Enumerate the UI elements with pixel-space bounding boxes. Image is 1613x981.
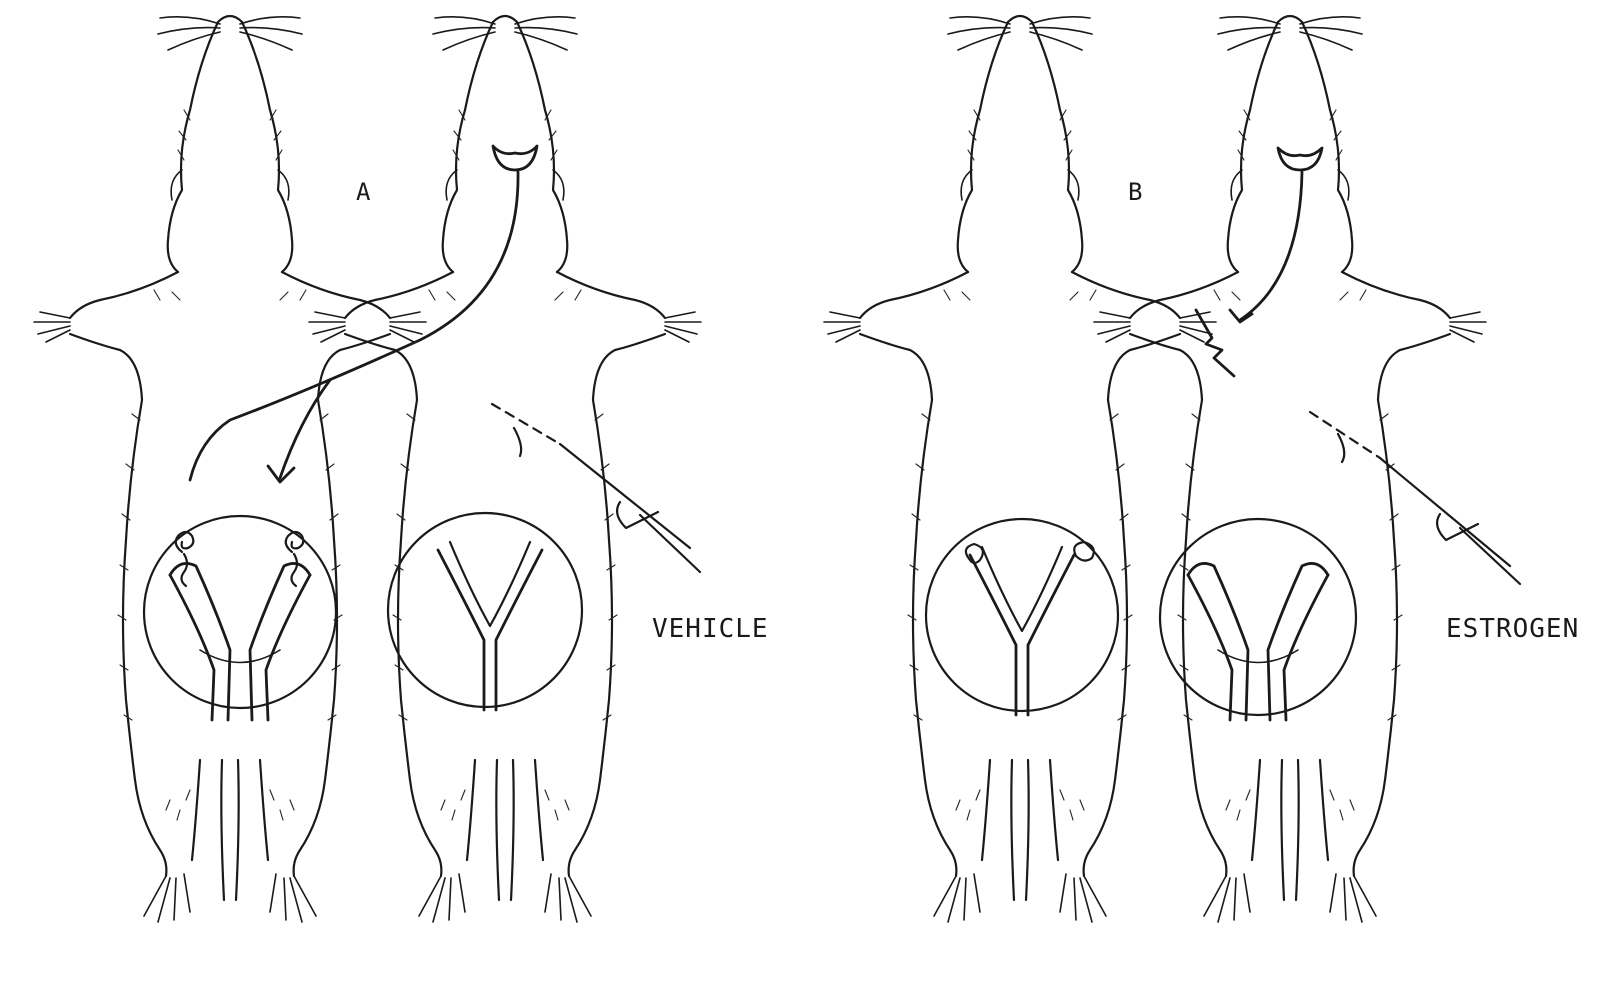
rat-b-right [1094,16,1486,922]
arrow-a-line [190,172,518,480]
pituitary-a-icon [493,146,537,170]
ovary-b-right-icon [1074,542,1094,561]
uterus-a-left-icon [170,563,310,720]
rat-b-left [824,16,1216,922]
panel-a: A [34,16,701,922]
uterus-a-right-icon [438,542,542,710]
uterus-b-right-icon [1188,563,1328,720]
pituitary-b-icon [1278,148,1322,170]
rat-a-left [34,16,426,922]
panel-label-a: A [356,178,371,206]
inset-b-right [1160,519,1356,715]
block-mark-icon [1196,310,1234,376]
ovary-b-left-icon [966,544,983,563]
treatment-label-estrogen: ESTROGEN [1446,614,1579,644]
panel-b: B [824,16,1520,922]
treatment-label-vehicle: VEHICLE [652,614,769,644]
panel-label-b: B [1128,178,1142,206]
syringe-b-icon [1338,434,1520,584]
uterus-b-left-icon [970,547,1074,715]
needle-a-dashed [492,404,560,444]
arrow-b-line [1240,172,1302,320]
inset-b-left [926,519,1118,711]
inset-a-left [144,516,336,708]
ovary-a-right-icon [286,532,304,586]
ovary-a-left-icon [176,532,194,586]
